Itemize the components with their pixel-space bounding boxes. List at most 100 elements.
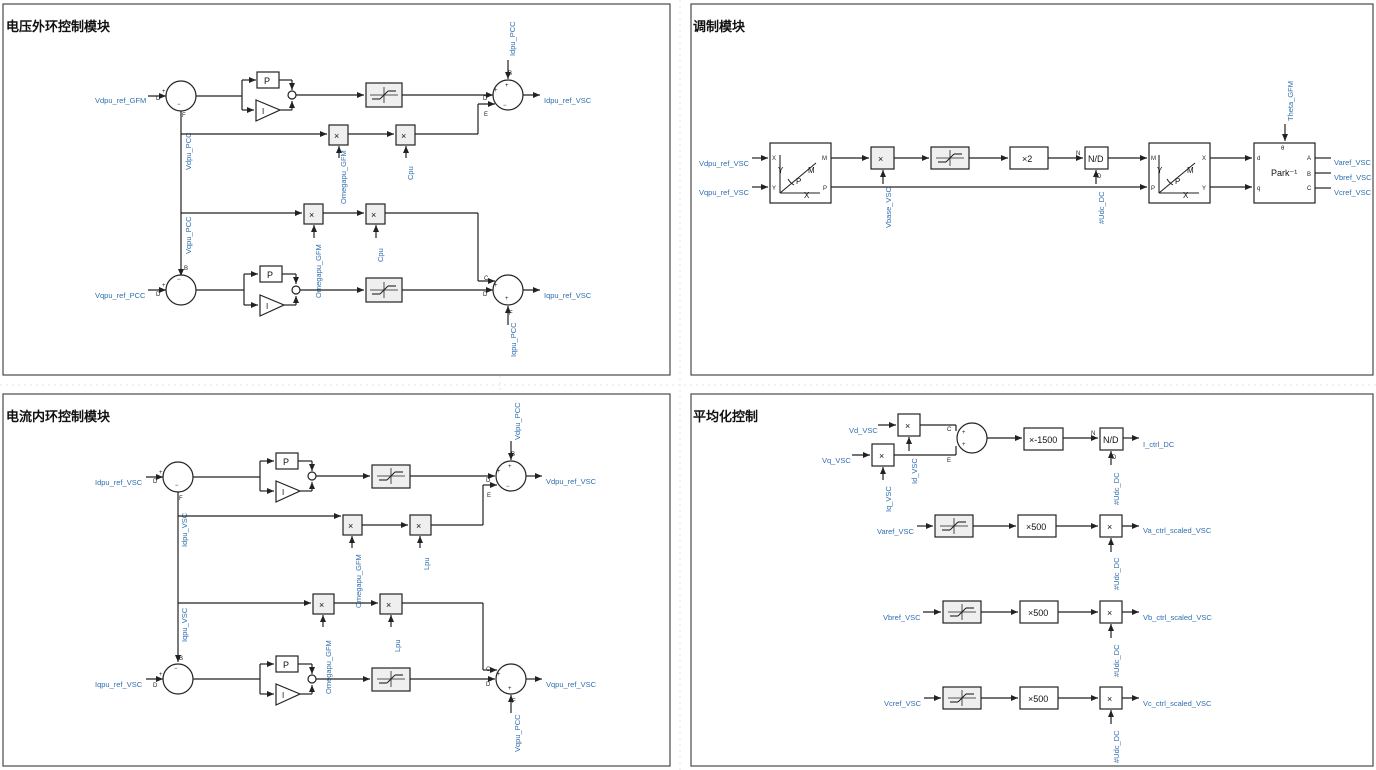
- svg-text:I: I: [266, 302, 268, 311]
- signal-label: Vd_VSC: [849, 426, 878, 435]
- signal-label: #Udc_DC: [1112, 557, 1121, 590]
- svg-text:×: ×: [386, 600, 391, 610]
- svg-text:B: B: [508, 71, 512, 77]
- svg-text:d: d: [1257, 156, 1260, 162]
- panel-title: 平均化控制: [693, 409, 758, 425]
- signal-label: Idpu_ref_VSC: [544, 96, 592, 105]
- signal-label: Vdpu_PCC: [513, 402, 522, 440]
- signal-label: Iqpu_VSC: [180, 607, 189, 642]
- signal-label: Omegapu_GFM: [339, 150, 348, 204]
- voltage-outer-panel: 电压外环控制模块 +− DF Vdpu_ref_GFM P I D+ +B −E…: [2, 3, 671, 376]
- signal-label: Vcref_VSC: [1334, 188, 1372, 197]
- signal-label: Vqpu_ref_VSC: [699, 188, 750, 197]
- svg-text:D: D: [153, 479, 158, 485]
- svg-text:N/D: N/D: [1103, 435, 1119, 445]
- multiply-block: [312, 593, 335, 615]
- signal-label: Idpu_PCC: [508, 21, 517, 56]
- signal-label: Lpu: [422, 557, 431, 570]
- svg-text:×500: ×500: [1026, 522, 1046, 532]
- svg-text:Y: Y: [1157, 166, 1163, 175]
- svg-text:×: ×: [1107, 694, 1112, 704]
- gain-block: [1023, 427, 1064, 451]
- svg-text:×-1500: ×-1500: [1029, 435, 1057, 445]
- sum-junction-q: [162, 663, 194, 695]
- svg-text:B: B: [511, 452, 515, 458]
- svg-text:C: C: [484, 276, 489, 282]
- svg-text:Y: Y: [778, 166, 784, 175]
- svg-text:B: B: [179, 656, 183, 662]
- signal-label: Vbref_VSC: [883, 613, 921, 622]
- integrator-block: [275, 683, 302, 706]
- signal-label: Vqpu_ref_PCC: [95, 291, 146, 300]
- svg-text:P: P: [264, 76, 270, 86]
- signal-label: Vqpu_ref_VSC: [546, 680, 597, 689]
- svg-text:+: +: [494, 283, 498, 289]
- signal-label: Va_ctrl_scaled_VSC: [1143, 526, 1212, 535]
- signal-label: Idpu_ref_VSC: [95, 478, 143, 487]
- divide-block: [1099, 427, 1124, 451]
- svg-text:×: ×: [348, 521, 353, 531]
- svg-text:+: +: [162, 89, 166, 95]
- svg-text:×: ×: [334, 131, 339, 141]
- svg-text:×: ×: [879, 451, 884, 461]
- svg-text:×: ×: [416, 521, 421, 531]
- svg-text:×500: ×500: [1028, 608, 1048, 618]
- svg-text:D: D: [153, 683, 158, 689]
- signal-label: Omegapu_GFM: [324, 640, 333, 694]
- svg-text:−: −: [175, 483, 179, 489]
- svg-text:D: D: [156, 96, 161, 102]
- multiply-block: [365, 203, 386, 225]
- svg-text:×: ×: [1107, 522, 1112, 532]
- signal-label: I_ctrl_DC: [1143, 440, 1175, 449]
- svg-text:+: +: [508, 686, 512, 692]
- signal-label: Vcref_VSC: [884, 699, 922, 708]
- svg-text:+: +: [497, 469, 501, 475]
- multiply-block: [379, 593, 403, 615]
- svg-text:+: +: [162, 283, 166, 289]
- integrator-block: [275, 480, 302, 503]
- signal-label: Vdpu_ref_GFM: [95, 96, 146, 105]
- svg-text:E: E: [484, 112, 488, 118]
- multiply-block: [395, 124, 416, 146]
- svg-text:+: +: [159, 672, 163, 678]
- svg-text:−: −: [506, 484, 510, 490]
- signal-label: Iqpu_ref_VSC: [95, 680, 143, 689]
- svg-text:P: P: [1175, 177, 1180, 186]
- signal-label: Vdpu_PCC: [184, 132, 193, 170]
- signal-label: Vqpu_PCC: [184, 216, 193, 254]
- svg-text:I: I: [262, 107, 264, 116]
- svg-text:E: E: [947, 458, 951, 464]
- panel-title: 电流内环控制模块: [6, 409, 111, 425]
- svg-text:D: D: [483, 292, 488, 298]
- svg-text:q: q: [1257, 186, 1260, 192]
- sum-junction-d: [165, 80, 197, 112]
- svg-text:M: M: [1187, 166, 1194, 175]
- svg-text:−: −: [177, 102, 181, 108]
- current-inner-panel: 电流内环控制模块 +− DF Idpu_ref_VSC P I D+ +B −E…: [2, 393, 671, 767]
- svg-text:X: X: [772, 156, 776, 162]
- svg-text:Y: Y: [772, 186, 776, 192]
- signal-label: Idpu_VSC: [180, 512, 189, 547]
- svg-text:D: D: [1097, 174, 1102, 180]
- svg-text:P: P: [283, 457, 289, 467]
- svg-text:−: −: [177, 277, 181, 283]
- svg-text:F: F: [182, 113, 186, 119]
- signal-label: Vdpu_ref_VSC: [546, 477, 597, 486]
- svg-text:+: +: [159, 470, 163, 476]
- signal-label: Varef_VSC: [877, 527, 915, 536]
- svg-text:A: A: [1307, 156, 1311, 162]
- svg-text:−: −: [174, 666, 178, 672]
- svg-text:×500: ×500: [1028, 694, 1048, 704]
- svg-text:+: +: [494, 88, 498, 94]
- svg-text:B: B: [1307, 172, 1311, 178]
- svg-text:P: P: [283, 660, 289, 670]
- averaging-panel: 平均化控制 Vd_VSC Vq_VSC × × Id_VSC Iq_VSC CE…: [690, 393, 1374, 767]
- svg-text:+: +: [505, 83, 509, 89]
- svg-text:×: ×: [1107, 608, 1112, 618]
- svg-text:−: −: [503, 103, 507, 109]
- signal-label: Vbref_VSC: [1334, 173, 1372, 182]
- integrator-block: [259, 294, 286, 317]
- svg-text:×: ×: [878, 154, 883, 164]
- panel-title: 调制模块: [693, 19, 746, 35]
